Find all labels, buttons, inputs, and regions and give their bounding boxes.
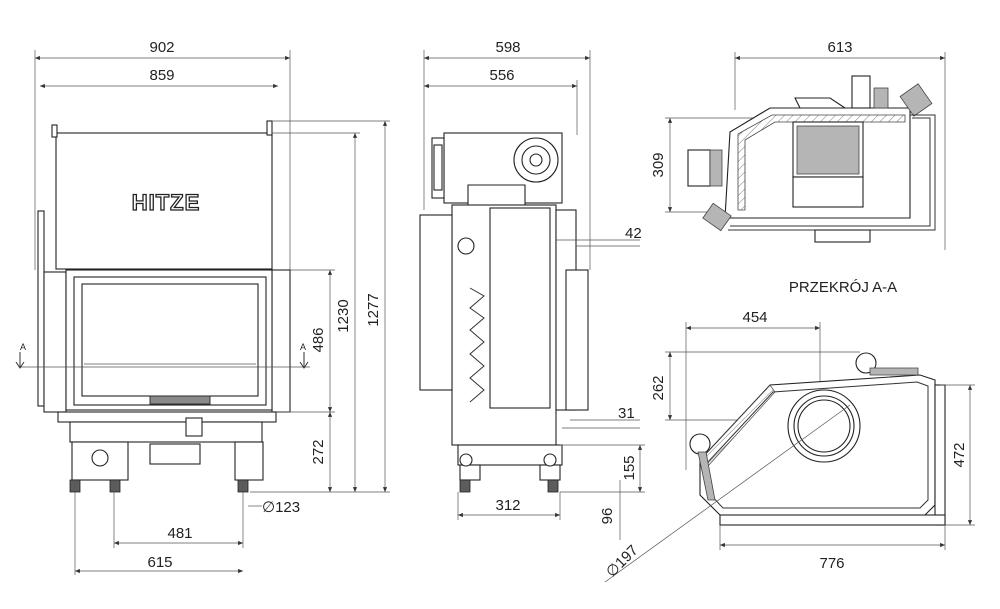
dim-top-flue-diameter: ∅197 bbox=[603, 542, 642, 581]
dim-top-width: 776 bbox=[819, 555, 844, 572]
dim-side-top-offset: 42 bbox=[625, 225, 642, 242]
dim-side-base-depth: 312 bbox=[495, 497, 520, 514]
dim-top-depth: 472 bbox=[951, 442, 968, 467]
dim-front-height-body: 1230 bbox=[335, 299, 352, 332]
dim-side-width-body: 556 bbox=[489, 67, 514, 84]
dim-top-flue-depth: 262 bbox=[650, 375, 667, 400]
top-view: 454 262 472 776 ∅197 bbox=[603, 309, 975, 583]
dim-side-leg-height: 155 bbox=[621, 455, 638, 480]
dim-front-base-height: 272 bbox=[310, 439, 327, 464]
dim-section-height: 309 bbox=[650, 152, 667, 177]
dim-front-width-body: 859 bbox=[149, 67, 174, 84]
brand-logo: HITZE bbox=[132, 190, 201, 215]
front-view: 902 859 HITZE A A bbox=[15, 39, 390, 575]
section-view: 613 309 bbox=[650, 39, 946, 250]
dim-front-door-height: 486 bbox=[310, 327, 327, 352]
dim-front-outlet-diameter: ∅123 bbox=[262, 499, 300, 516]
dim-front-legs-spacing: 481 bbox=[167, 525, 192, 542]
dim-front-width-total: 902 bbox=[149, 39, 174, 56]
dim-side-bottom-offset: 31 bbox=[618, 405, 635, 422]
section-title: PRZEKRÓJ A-A bbox=[789, 279, 897, 296]
dim-top-flue-offset: 454 bbox=[742, 309, 767, 326]
section-mark-right: A bbox=[300, 342, 306, 352]
dim-front-legs-outer: 615 bbox=[147, 554, 172, 571]
dim-section-width: 613 bbox=[827, 39, 852, 56]
side-view: 598 556 42 31 155 bbox=[419, 39, 645, 540]
dim-side-foot-height: 96 bbox=[599, 508, 616, 525]
dim-side-width-total: 598 bbox=[495, 39, 520, 56]
dim-front-height-total: 1277 bbox=[365, 293, 382, 326]
section-mark-left: A bbox=[20, 342, 26, 352]
